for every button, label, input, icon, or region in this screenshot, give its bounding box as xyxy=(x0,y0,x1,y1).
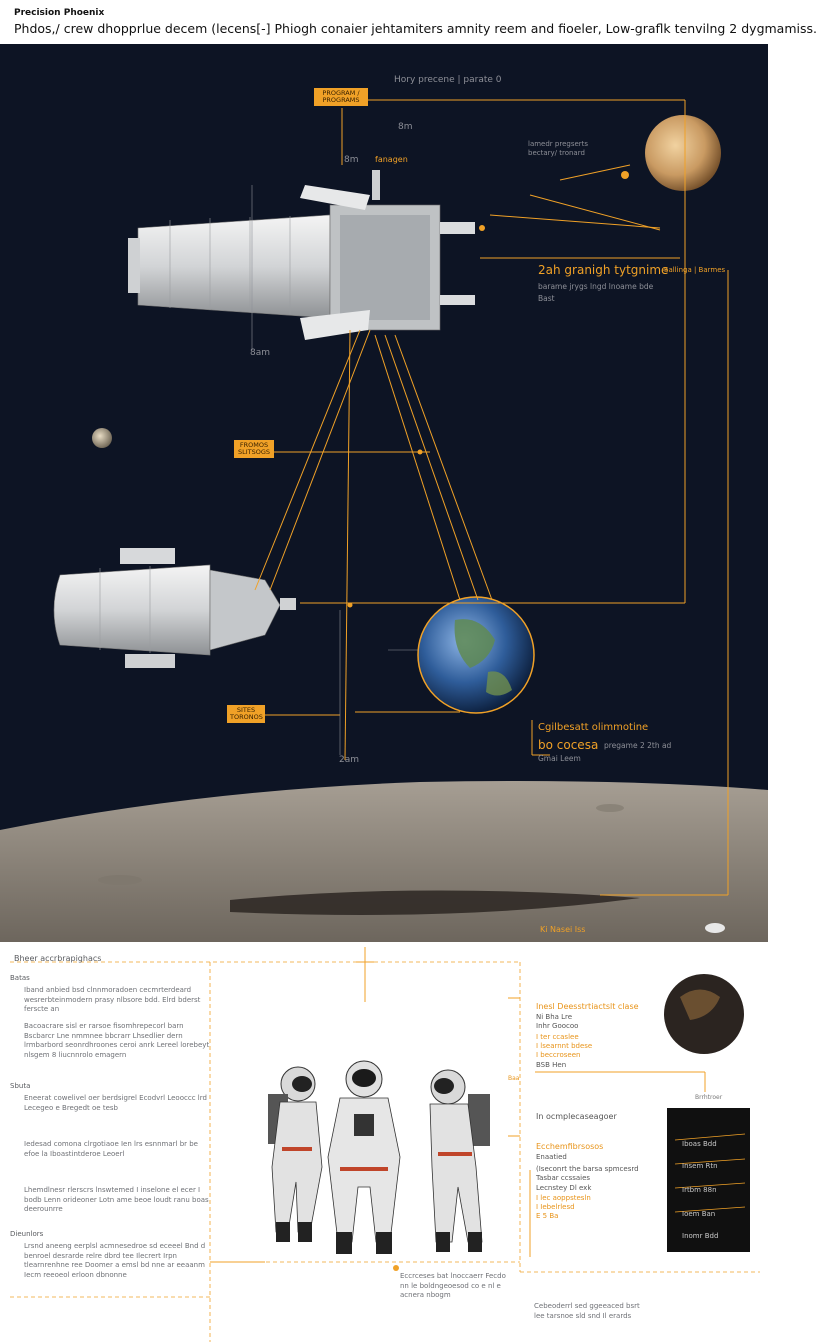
section-1-title: Batas xyxy=(10,974,30,982)
tag-low: SITES TORONOS xyxy=(227,705,265,723)
right-note: Sallinga | Barmes xyxy=(664,266,726,274)
section-3-title: Sbuta xyxy=(10,1082,31,1090)
lower-spacecraft xyxy=(53,548,296,668)
lunar-surface xyxy=(0,781,768,942)
right-line-9: Ecchemfibrsosos xyxy=(536,1142,604,1151)
panel-row-2: Insem Rtn xyxy=(682,1162,718,1170)
section-1-text: Iband anbied bsd clnnmoradoen cecmrterde… xyxy=(24,986,201,1013)
astronaut-right xyxy=(429,1069,490,1252)
tag-mid: FROMOS SLITSOGS xyxy=(234,440,274,458)
tag-top: PROGRAM / PROGRAMS xyxy=(314,88,368,106)
panel-top-tag: Brrhtroer xyxy=(695,1094,723,1101)
main-annotation-title: 2ah granigh tytgnime xyxy=(538,263,669,277)
main-annotation-sub2: Bast xyxy=(538,294,555,303)
mars-planet xyxy=(645,115,721,191)
earth-annotation-big: bo cocesa xyxy=(538,738,599,752)
crew-caption: Eccrceses bat lnoccaerr Fecdo nn le bold… xyxy=(400,1272,506,1299)
right-line-3: Inhr Goocoo xyxy=(536,1022,579,1030)
panel-row-1: Iboas Bdd xyxy=(682,1140,717,1148)
dim-side-label: 8am xyxy=(250,348,271,358)
dim-8m-b-label: 8m xyxy=(344,155,359,165)
space-illustration xyxy=(0,99,768,942)
lower-header: Bheer accrbrapighacs xyxy=(14,954,102,963)
right-line-12: Tasbar ccssaies xyxy=(536,1174,591,1182)
right-line-4: I ter ccaslee xyxy=(536,1033,579,1041)
dim-mid-label: fanagen xyxy=(375,155,408,164)
right-line-11: (Iseconrt the barsa spmcesrd xyxy=(536,1165,639,1173)
dim-8m-label: 8m xyxy=(398,122,413,132)
right-line-5: I lsearnnt bdese xyxy=(536,1042,593,1050)
header-headline: Phdos,/ crew dhopprlue decem (lecens[-] … xyxy=(14,21,817,36)
small-moon xyxy=(92,428,112,448)
section-6-text: Lrsnd aneeng eerplsl acmnesedroe sd ecee… xyxy=(24,1242,206,1279)
header-kicker: Precision Phoenix xyxy=(14,8,105,18)
section-6-title: Dieunlors xyxy=(10,1230,44,1238)
earth-annotation-sub: Gmai Leem xyxy=(538,754,581,763)
main-annotation-sub: barame jrygs lngd lnoame bde xyxy=(538,282,654,291)
dim-2am-label: 2am xyxy=(339,755,360,765)
bottom-tag-label: Ki Nasei Iss xyxy=(540,925,586,934)
right-bottom-text: Cebeoderrl sed ggeeaced bsrt lee tarsnoe… xyxy=(534,1302,640,1320)
upper-spacecraft xyxy=(128,170,475,340)
right-line-15: I Iebelrlesd xyxy=(536,1203,575,1211)
right-line-1: Inesl Deesstrtiactslt clase xyxy=(536,1002,639,1011)
panel-row-5: Inomr Bdd xyxy=(682,1232,719,1240)
header-bar: Precision Phoenix Phdos,/ crew dhopprlue… xyxy=(0,0,817,44)
right-line-7: BSB Hen xyxy=(536,1061,567,1069)
earth-annotation-title: Cgilbesatt olimmotine xyxy=(538,722,649,733)
planet-note: lamedr pregserts bectary/ tronard xyxy=(528,140,589,157)
crew-infographic: Bheer accrbrapighacs Batas Iband anbied … xyxy=(0,942,768,1344)
right-section-tag: Baa xyxy=(508,1075,520,1082)
earth-annotation-side: pregame 2 2th ad xyxy=(604,741,672,750)
panel-row-4: Ioem Ban xyxy=(682,1210,716,1218)
right-line-10: Enaatied xyxy=(536,1153,567,1161)
right-line-8: In ocmplecaseagoer xyxy=(536,1112,617,1121)
right-line-2: Ni Bha Lre xyxy=(536,1013,573,1021)
lower-illustration xyxy=(10,947,760,1342)
section-4-text: Iedesad comona clrgotiaoe Ien lrs esnnma… xyxy=(24,1140,198,1158)
astronaut-left xyxy=(268,1066,323,1242)
astronaut-center xyxy=(327,1060,401,1254)
section-3-text: Eneerat cowelivel oer berdsigrel Ecodvrl… xyxy=(24,1094,207,1112)
panel-row-3: Irtbm 88n xyxy=(682,1186,717,1194)
space-diagram: Precision Phoenix Phdos,/ crew dhopprlue… xyxy=(0,0,817,942)
right-line-16: E 5 Ba xyxy=(536,1212,559,1220)
section-5-text: Lhemdlnesr rlerscrs lnswtemed I inselone… xyxy=(24,1186,209,1213)
section-2-text: Bacoacrare sisl er rarsoe fisomhrepecorl… xyxy=(24,1022,210,1059)
right-line-6: I beccroseen xyxy=(536,1051,581,1059)
right-line-14: I lec aoppstesln xyxy=(536,1194,591,1202)
right-line-13: Lecnstey Dl exk xyxy=(536,1184,592,1192)
leader-lines xyxy=(254,99,729,896)
data-panel xyxy=(667,1108,750,1252)
top-center-label: Hory precene | parate 0 xyxy=(394,75,502,85)
